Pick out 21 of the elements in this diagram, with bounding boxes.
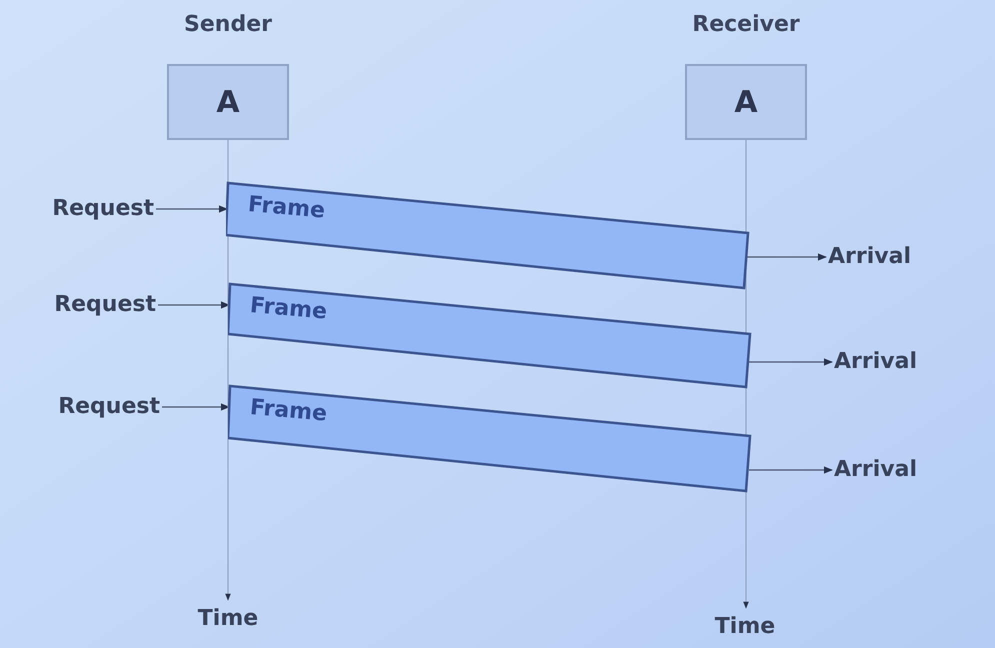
frame-label: Frame: [247, 194, 326, 223]
request-label: Request: [54, 294, 156, 316]
arrow: [158, 301, 230, 309]
request-label: Request: [52, 198, 154, 220]
arrival-label: Arrival: [834, 351, 917, 373]
arrow: [749, 466, 833, 474]
arrow: [162, 403, 230, 411]
arrival-label: Arrival: [834, 459, 917, 481]
arrow: [156, 205, 228, 213]
arrow: [749, 358, 833, 366]
time-label: Time: [714, 616, 776, 638]
time-label: Time: [198, 608, 258, 630]
participant-label: A: [734, 84, 758, 122]
arrow: [747, 253, 827, 261]
participant-heading: Receiver: [692, 11, 800, 36]
request-label: Request: [58, 396, 160, 418]
frame-label: Frame: [249, 397, 328, 426]
participant-label: A: [216, 84, 240, 122]
participant-heading: Sender: [184, 11, 272, 36]
frame-label: Frame: [249, 295, 328, 324]
arrival-label: Arrival: [828, 246, 911, 268]
